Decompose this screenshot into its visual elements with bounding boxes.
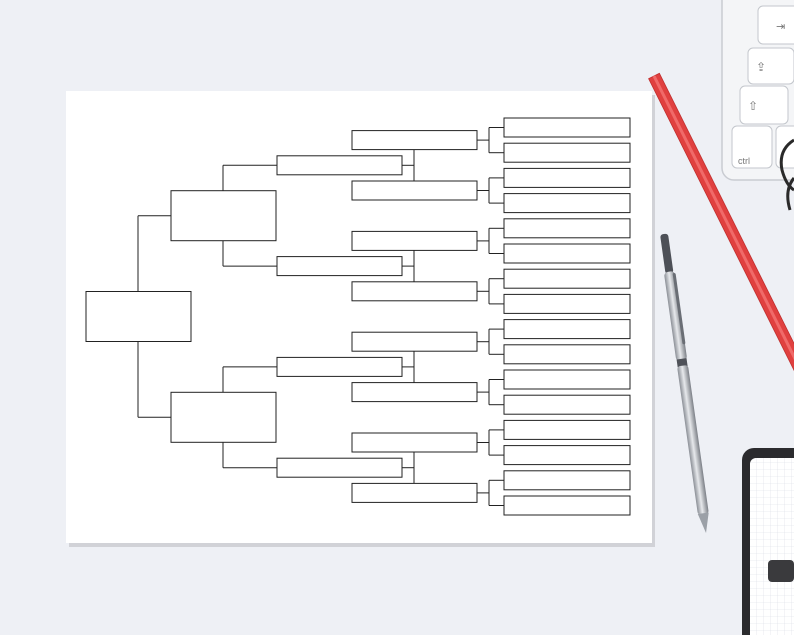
bracket-box <box>503 319 631 340</box>
bracket-box <box>503 495 631 516</box>
notebook-clip <box>768 560 794 582</box>
bracket-box <box>276 457 403 478</box>
bracket-box <box>503 167 631 188</box>
keyboard-key: ⇥ <box>757 5 794 45</box>
bracket-box <box>170 190 277 242</box>
tab-key-glyph: ⇥ <box>776 21 785 33</box>
bracket-box <box>276 356 403 377</box>
bracket-box <box>503 142 631 163</box>
bracket-box <box>503 369 631 390</box>
bracket-box <box>170 391 277 443</box>
bracket-box <box>351 281 478 302</box>
keyboard: ⇥ ⇪ ⇧ ctrl <box>721 0 794 181</box>
bracket-box <box>503 243 631 264</box>
bracket-box <box>503 445 631 466</box>
bracket-box <box>351 382 478 403</box>
keyboard-key: ctrl <box>731 125 773 169</box>
keyboard-key: ⇪ <box>747 47 794 85</box>
silver-pen <box>660 233 709 534</box>
red-pencil <box>648 72 794 375</box>
notebook <box>742 448 794 635</box>
bracket-box <box>351 432 478 453</box>
caps-key-glyph: ⇪ <box>756 60 766 74</box>
shift-key-glyph: ⇧ <box>748 99 758 113</box>
bracket-box <box>85 291 192 342</box>
bracket-box <box>351 331 478 352</box>
bracket-box <box>351 130 478 151</box>
bracket-box <box>351 230 478 251</box>
bracket-box <box>503 419 631 440</box>
bracket-box <box>503 394 631 415</box>
family-tree-bracket <box>85 117 631 516</box>
bracket-box <box>503 193 631 214</box>
bracket-box <box>351 482 478 503</box>
bracket-box <box>503 117 631 138</box>
keyboard-key: ⇧ <box>739 85 789 125</box>
ctrl-key-glyph: ctrl <box>738 156 750 166</box>
bracket-box <box>276 256 403 277</box>
bracket-box <box>503 344 631 365</box>
bracket-box <box>503 470 631 491</box>
paper-sheet <box>66 91 655 547</box>
bracket-box <box>503 293 631 314</box>
bracket-box <box>503 218 631 239</box>
bracket-box <box>276 155 403 176</box>
bracket-box <box>351 180 478 201</box>
bracket-box <box>503 268 631 289</box>
binder-clip <box>779 138 794 211</box>
